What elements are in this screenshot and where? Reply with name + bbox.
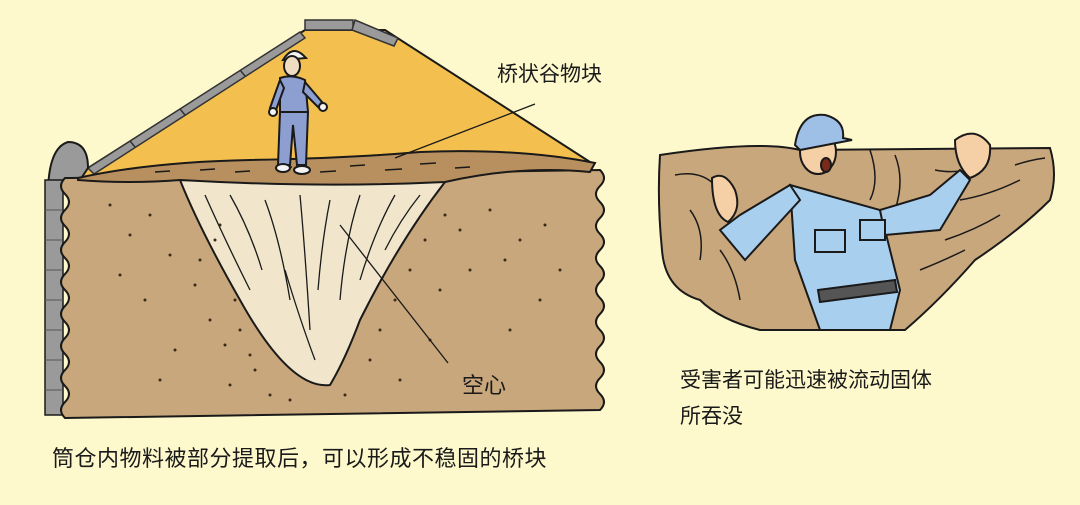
callout-bridge-grain: 桥状谷物块 <box>497 62 602 86</box>
engulfment-scene <box>657 113 1055 331</box>
silo-diagram <box>44 18 605 420</box>
silo-roof <box>86 18 400 175</box>
hollow-cavity <box>178 178 448 387</box>
grain-flow-strokes <box>674 149 1046 301</box>
worker-figure <box>268 50 328 175</box>
caption-silo-bridging: 筒仓内物料被部分提取后，可以形成不稳固的桥块 <box>52 447 548 472</box>
bridge-leader-line <box>394 103 536 159</box>
caption-engulfment-line-2: 所吞没 <box>680 404 743 428</box>
bridge-crust <box>77 150 597 186</box>
cavity-streaks <box>204 194 421 361</box>
victim-figure <box>710 113 992 331</box>
callout-hollow: 空心 <box>462 374 507 399</box>
grain-speckles <box>108 203 562 402</box>
silo-wall <box>44 179 64 416</box>
caption-engulfment-line-1: 受害者可能迅速被流动固体 <box>680 368 932 392</box>
hollow-leader-line <box>339 224 449 364</box>
caption-engulfment: 受害者可能迅速被流动固体 所吞没 <box>680 362 932 434</box>
